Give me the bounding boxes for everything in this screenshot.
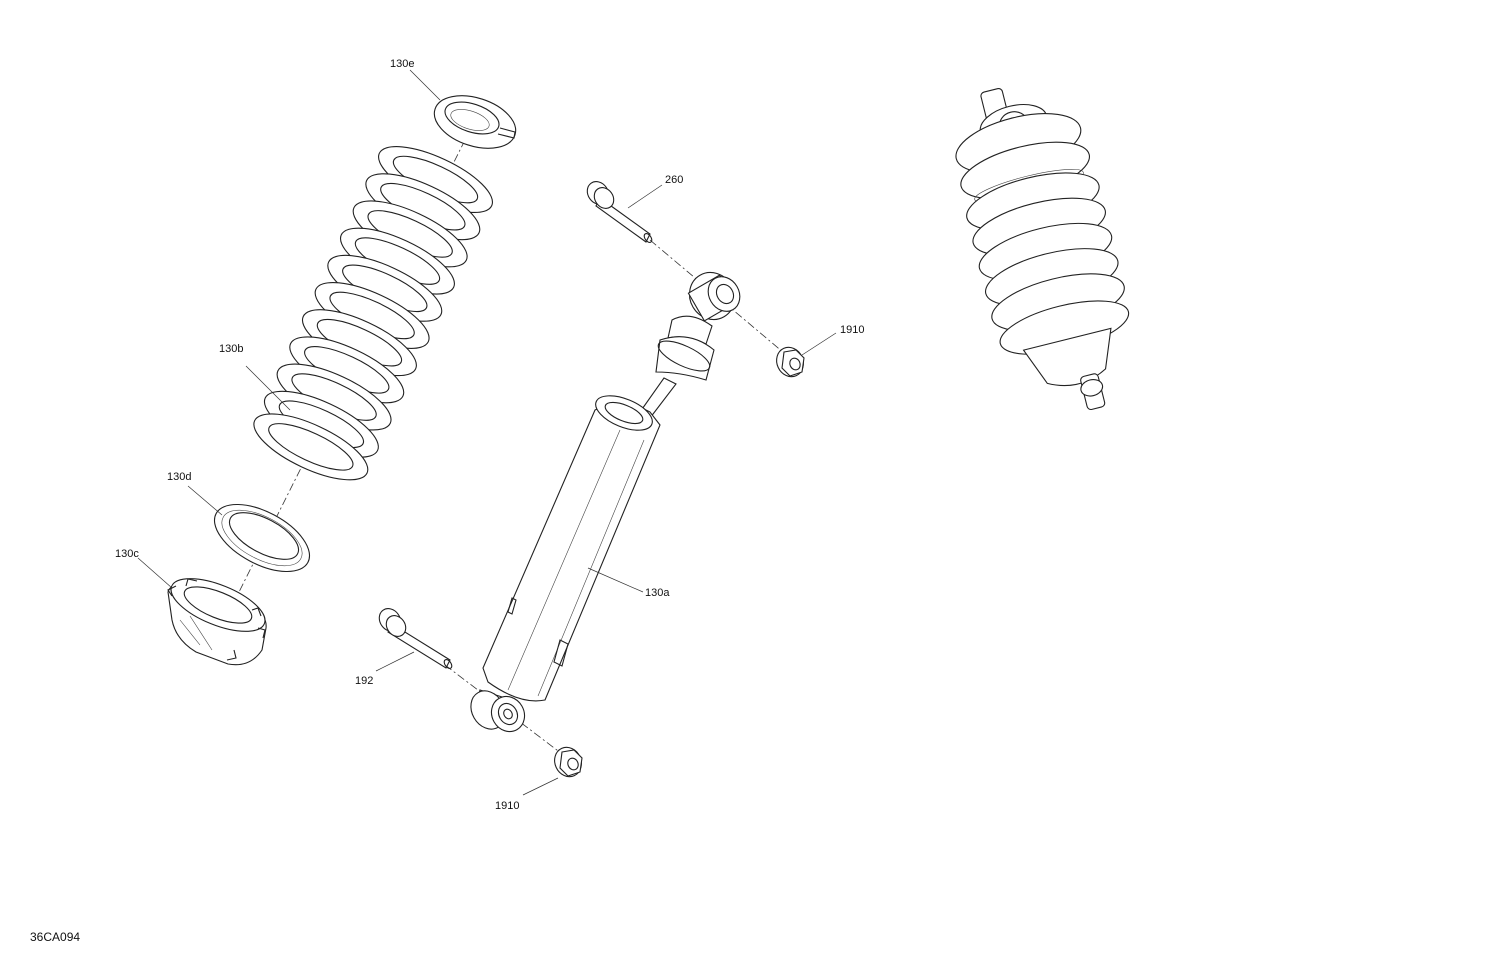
part-130a-shock-absorber[interactable] bbox=[464, 264, 746, 737]
callout-260[interactable]: 260 bbox=[665, 174, 684, 186]
lower-bolt-axis-line bbox=[444, 664, 571, 761]
leader-130b bbox=[245, 365, 291, 411]
leader-1910-bottom bbox=[522, 777, 559, 796]
part-130d-seat-washer[interactable] bbox=[204, 491, 320, 586]
leader-130e bbox=[409, 69, 441, 101]
leader-192 bbox=[375, 651, 415, 672]
part-130c-adjuster-collar[interactable] bbox=[164, 568, 272, 666]
assembled-shock-view bbox=[955, 88, 1130, 411]
part-192-lower-bolt[interactable] bbox=[375, 604, 453, 669]
leader-130d bbox=[187, 485, 223, 516]
part-1910-upper-nut[interactable] bbox=[772, 343, 808, 381]
leader-260 bbox=[627, 184, 663, 209]
callout-130e[interactable]: 130e bbox=[390, 58, 415, 70]
callout-192[interactable]: 192 bbox=[355, 675, 374, 687]
callout-1910-bottom[interactable]: 1910 bbox=[495, 800, 520, 812]
callout-130c[interactable]: 130c bbox=[115, 548, 139, 560]
leader-130a bbox=[587, 567, 644, 593]
callout-130b[interactable]: 130b bbox=[219, 343, 244, 355]
part-1910-lower-nut[interactable] bbox=[550, 743, 586, 781]
part-130e-spring-retainer[interactable] bbox=[428, 86, 523, 158]
leader-130c bbox=[137, 557, 173, 589]
drawing-code: 36CA094 bbox=[30, 930, 81, 944]
leader-1910-top bbox=[801, 332, 837, 356]
part-130b-coil-spring[interactable] bbox=[245, 133, 501, 493]
callout-130d[interactable]: 130d bbox=[167, 471, 192, 483]
part-260-upper-bolt[interactable] bbox=[583, 177, 653, 243]
callout-130a[interactable]: 130a bbox=[645, 587, 670, 599]
callout-1910-top[interactable]: 1910 bbox=[840, 324, 865, 336]
